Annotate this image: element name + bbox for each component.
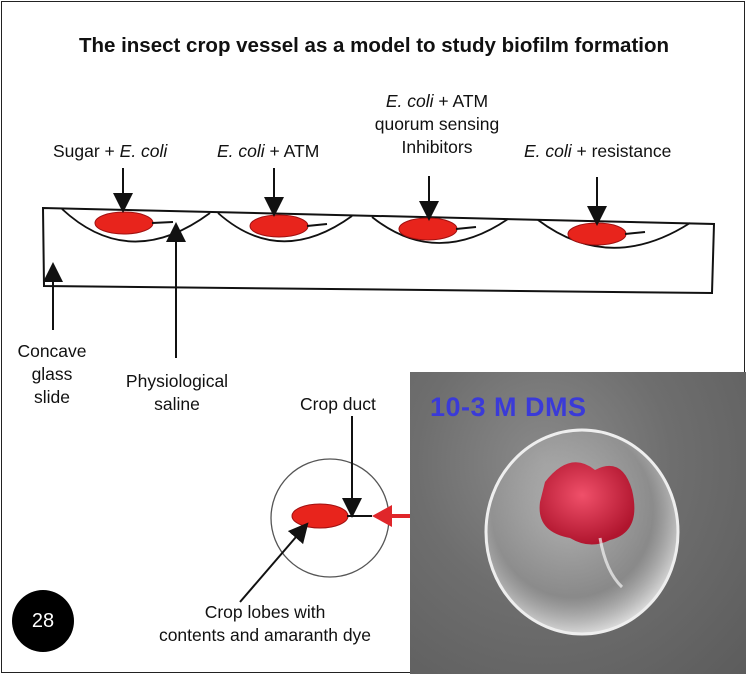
photo-label: 10-3 M DMS	[430, 392, 587, 422]
label-well-4-part-b: + resistance	[571, 141, 672, 161]
label-well-3: E. coli + ATM quorum sensing Inhibitors	[358, 90, 516, 159]
label-well-2: E. coli + ATM	[217, 140, 319, 163]
label-slide-line1: Concave	[17, 341, 87, 361]
arrow-crop-lobes	[239, 522, 309, 603]
label-well-1: Sugar + E. coli	[53, 140, 167, 163]
label-well-1-part-a: Sugar +	[53, 141, 120, 161]
label-saline-line1: Physiological	[125, 371, 229, 391]
label-well-2-part-a: E. coli	[217, 141, 265, 161]
label-slide-line2: glass	[31, 364, 73, 384]
crop-photo-art	[484, 428, 680, 636]
crop-1	[94, 211, 154, 235]
crop-4	[567, 222, 627, 246]
crop-photo: 10-3 M DMS	[410, 372, 746, 674]
crop-closeup	[291, 503, 349, 529]
label-well-4-part-a: E. coli	[524, 141, 572, 161]
crop-2	[249, 214, 309, 238]
label-crop-lobes: Crop lobes with contents and amaranth dy…	[140, 601, 390, 647]
crop-duct-2	[306, 223, 328, 227]
figure-number-badge: 28	[12, 590, 74, 652]
label-well-3-line2: quorum sensing	[374, 114, 500, 134]
crop-duct-3	[455, 226, 477, 230]
label-well-2-part-b: + ATM	[264, 141, 320, 161]
label-well-1-part-b: E. coli	[119, 141, 168, 161]
crop-duct-1	[151, 221, 174, 224]
well-3	[371, 216, 509, 244]
label-saline: Physiological saline	[110, 370, 244, 416]
crop-duct-4	[624, 231, 646, 235]
well-1	[61, 208, 211, 243]
crop-3	[398, 217, 458, 241]
well-4	[537, 219, 691, 249]
label-well-3-line1: E. coli + ATM	[358, 90, 516, 113]
label-slide-line3: slide	[34, 387, 70, 407]
crop-duct-photo	[598, 537, 624, 589]
glass-slide	[41, 206, 716, 295]
label-crop-lobes-line2: contents and amaranth dye	[158, 625, 372, 645]
label-slide: Concave glass slide	[12, 340, 92, 409]
label-well-4: E. coli + resistance	[524, 140, 671, 163]
double-arrow-head-left	[372, 505, 392, 527]
figure-title: The insect crop vessel as a model to stu…	[78, 34, 670, 57]
label-crop-duct: Crop duct	[300, 394, 376, 414]
label-well-3-part-b: + ATM	[433, 91, 489, 111]
well-2	[217, 212, 353, 243]
label-well-3-part-a: E. coli	[385, 91, 434, 111]
label-well-3-line3: Inhibitors	[401, 137, 473, 157]
crop-lobes-photo	[539, 462, 635, 545]
label-saline-line2: saline	[154, 394, 200, 414]
label-crop-lobes-line1: Crop lobes with	[204, 602, 326, 622]
